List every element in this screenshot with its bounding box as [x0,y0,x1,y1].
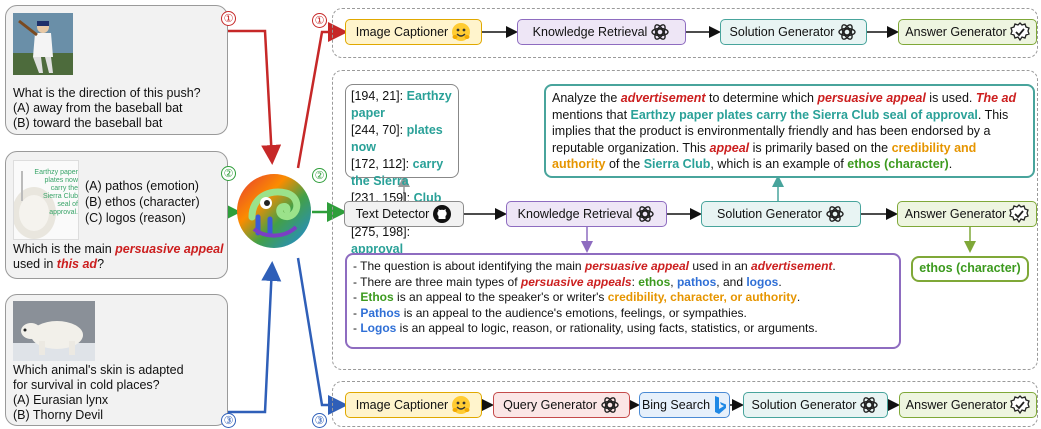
ocr-line: [194, 21]: Earthzy paper [351,89,452,120]
hugging-face-icon [452,23,471,41]
question-3-text-line2: for survival in cold places? [13,378,160,392]
p2-answer-generator: Answer Generator [897,201,1037,227]
p2-text-detector: Text Detector [344,201,464,227]
knowledge-line: - Pathos is an appeal to the audience's … [353,305,747,320]
question-card-2: Earthzy paper plates now carry the Sierr… [5,151,228,279]
question-1-option-a: (A) away from the baseball bat [13,101,183,115]
check-icon [1009,22,1030,42]
check-icon [1010,395,1031,415]
knowledge-box: - The question is about identifying the … [345,253,901,349]
baseball-photo [13,13,73,75]
bing-icon [715,396,727,414]
question-1-text: What is the direction of this push? [13,86,201,100]
p3-solution-generator: Solution Generator [743,392,888,418]
question-3-text-line1: Which animal's skin is adapted [13,363,184,377]
ocr-result-box: [194, 21]: Earthzy paper [244, 70]: plat… [345,84,459,256]
question-3-option-b: (B) Thorny Devil [13,408,104,422]
question-card-3: Which animal's skin is adapted for survi… [5,294,228,426]
openai-icon [860,397,879,413]
question-1-option-b: (B) toward the baseball bat [13,116,163,130]
knowledge-line: - The question is about identifying the … [353,259,836,273]
p1-solution-generator: Solution Generator [720,19,867,45]
question-2-option-a: (A) pathos (emotion) [85,179,199,193]
question-3-option-a: (A) Eurasian lynx [13,393,109,407]
p3-query-generator: Query Generator [493,392,630,418]
ocr-line: [275, 198]: approval [351,225,411,256]
pipeline-number-3: ③ [312,413,327,428]
solution-box: Analyze the advertisement to determine w… [544,84,1035,178]
hugging-face-icon [452,396,471,414]
p1-knowledge-retrieval: Knowledge Retrieval [517,19,686,45]
question-card-1: What is the direction of this push? (A) … [5,5,228,135]
pipeline-number-2: ② [312,168,327,183]
route-number-1: ① [221,11,236,26]
pipeline-panel-1 [332,8,1038,58]
openai-icon [838,24,857,40]
p1-image-captioner: Image Captioner [345,19,482,45]
route-number-3: ③ [221,413,236,428]
ocr-line: [172, 112]: carry the Sierra [351,157,444,188]
knowledge-line: - There are three main types of persuasi… [353,274,782,289]
p3-answer-generator: Answer Generator [899,392,1037,418]
answer-box: ethos (character) [911,256,1029,282]
p2-knowledge-retrieval: Knowledge Retrieval [506,201,667,227]
answer-text: ethos (character) [919,261,1021,276]
ocr-line: [244, 70]: plates now [351,123,443,154]
knowledge-line: - Ethos is an appeal to the speaker's or… [353,290,801,304]
pipeline-panel-2 [332,70,1038,370]
knowledge-line: - Logos is an appeal to logic, reason, o… [353,321,818,335]
openai-icon [826,206,844,222]
ad-image-text: Earthzy paper plates now carry the Sierr… [34,169,78,216]
ad-photo: Earthzy paper plates now carry the Sierr… [13,160,79,240]
p2-solution-generator: Solution Generator [701,201,861,227]
polar-bear-photo [13,301,95,361]
pipeline-panel-3 [332,381,1038,427]
route-number-2: ② [221,166,236,181]
question-2-text: Which is the main persuasive appeal used… [13,242,224,271]
p3-bing-search: Bing Search [639,392,730,418]
openai-icon [636,206,655,222]
pipeline-number-1: ① [312,13,327,28]
question-2-option-c: (C) logos (reason) [85,211,186,225]
github-icon [433,205,452,223]
p1-answer-generator: Answer Generator [898,19,1037,45]
p3-image-captioner: Image Captioner [345,392,482,418]
openai-icon [601,397,619,413]
check-icon [1009,204,1030,224]
question-2-option-b: (B) ethos (character) [85,195,200,209]
chameleon-logo [236,173,312,249]
openai-icon [651,24,670,40]
